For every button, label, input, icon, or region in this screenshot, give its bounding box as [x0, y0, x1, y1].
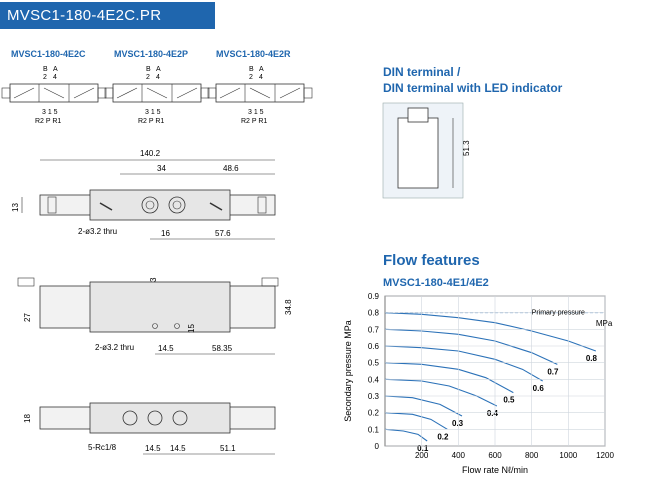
flow-model: MVSC1-180-4E1/4E2	[383, 277, 489, 289]
dim-57-6: 57.6	[215, 229, 231, 238]
drawing-top-view: 140.2 34 48.6 13 2-ø3.2 thru 16 57.6	[11, 149, 276, 240]
series-label-0-8: 0.8	[586, 354, 598, 363]
x-tick-label: 1000	[559, 451, 577, 460]
series-label-0-4: 0.4	[487, 409, 499, 418]
variant-label-4e2c: MVSC1-180-4E2C	[11, 49, 86, 59]
din-terminal-drawing: 51.3	[382, 102, 471, 199]
valve-symbols: B A 2 4 3 1 5 R2 P R1 B A 2 4 3 1 5 R2 P…	[1, 66, 313, 125]
series-label-0-5: 0.5	[503, 396, 515, 405]
dim-18: 18	[23, 414, 32, 423]
port-b: B	[43, 66, 48, 73]
port-4: 4	[53, 74, 57, 81]
y-tick-label: 0	[375, 442, 380, 451]
y-tick-label: 0.8	[368, 309, 380, 318]
port-a: A	[259, 66, 264, 73]
series-line-0-1	[384, 428, 428, 442]
x-axis-label: Flow rate Nℓ/min	[462, 465, 528, 475]
page-title: MVSC1-180-4E2C.PR	[0, 2, 215, 29]
port-bottom-names: R2 P R1	[241, 118, 267, 125]
series-line-0-7	[384, 328, 558, 365]
x-tick-label: 200	[415, 451, 429, 460]
port-4: 4	[259, 74, 263, 81]
port-bottom-nums: 3 1 5	[248, 109, 264, 116]
port-2: 2	[146, 74, 150, 81]
series-line-0-5	[384, 362, 514, 394]
port-2: 2	[43, 74, 47, 81]
valve-symbol-4e2c: B A 2 4 3 1 5 R2 P R1	[1, 66, 107, 125]
variant-label-4e2r: MVSC1-180-4E2R	[216, 49, 291, 59]
port-2: 2	[249, 74, 253, 81]
x-tick-label: 1200	[596, 451, 614, 460]
dim-51-3: 51.3	[462, 140, 471, 156]
port-label: 5-Rc1/8	[88, 443, 117, 452]
port-a: A	[53, 66, 58, 73]
port-bottom-nums: 3 1 5	[145, 109, 161, 116]
series-line-0-3	[384, 395, 463, 417]
dim-58-35: 58.35	[212, 344, 233, 353]
dim-16: 16	[161, 229, 170, 238]
dim-14-5b: 14.5	[170, 444, 186, 453]
primary-pressure-label: Primary pressure	[532, 310, 585, 317]
unit-label: MPa	[596, 319, 613, 328]
series-line-0-4	[384, 378, 498, 407]
port-4: 4	[156, 74, 160, 81]
din-title-2: DIN terminal with LED indicator	[383, 81, 563, 95]
x-tick-label: 400	[452, 451, 466, 460]
dim-34: 34	[157, 164, 166, 173]
x-tick-label: 600	[488, 451, 502, 460]
dim-14-5a: 14.5	[145, 444, 161, 453]
drawing-bottom-view: 18 5-Rc1/8 14.5 14.5 51.1	[23, 402, 276, 455]
port-bottom-names: R2 P R1	[138, 118, 164, 125]
series-label-0-1: 0.1	[417, 444, 429, 453]
dim-34-8: 34.8	[284, 299, 293, 315]
dim-27: 27	[23, 313, 32, 322]
series-label-0-3: 0.3	[452, 419, 464, 428]
x-tick-label: 800	[525, 451, 539, 460]
y-tick-label: 0.9	[368, 292, 380, 301]
valve-symbol-4e2r: B A 2 4 3 1 5 R2 P R1	[207, 66, 313, 125]
y-tick-label: 0.2	[368, 409, 380, 418]
dim-13: 13	[11, 203, 20, 212]
dim-51-1: 51.1	[220, 444, 236, 453]
port-b: B	[146, 66, 151, 73]
series-line-0-2	[384, 412, 448, 430]
variant-label-4e2p: MVSC1-180-4E2P	[114, 49, 189, 59]
y-tick-label: 0.5	[368, 359, 380, 368]
port-bottom-nums: 3 1 5	[42, 109, 58, 116]
y-tick-label: 0.6	[368, 342, 380, 351]
dim-48-6: 48.6	[223, 164, 239, 173]
port-a: A	[156, 66, 161, 73]
hole-label-2: 2-ø3.2 thru	[95, 343, 134, 352]
port-b: B	[249, 66, 254, 73]
series-line-0-6	[384, 345, 543, 382]
din-title-1: DIN terminal /	[383, 65, 461, 79]
dim-14-5: 14.5	[158, 344, 174, 353]
dim-15: 15	[187, 324, 196, 333]
series-line-0-8	[384, 312, 597, 352]
y-tick-label: 0.1	[368, 425, 380, 434]
drawing-front-view: 3 27 34.8 15 2-ø3.2 thru 14.5 58.35	[17, 277, 293, 355]
dim-3: 3	[149, 277, 158, 282]
dim-overall: 140.2	[140, 149, 161, 158]
valve-symbol-4e2p: B A 2 4 3 1 5 R2 P R1	[104, 66, 210, 125]
hole-label-1: 2-ø3.2 thru	[78, 227, 117, 236]
flow-chart: 0.10.20.30.40.50.60.70.81200100080060040…	[343, 292, 614, 475]
flow-section-title: Flow features	[383, 252, 480, 269]
y-tick-label: 0.4	[368, 375, 380, 384]
port-bottom-names: R2 P R1	[35, 118, 61, 125]
y-tick-label: 0.3	[368, 392, 380, 401]
y-tick-label: 0.7	[368, 325, 380, 334]
series-label-0-6: 0.6	[533, 384, 545, 393]
y-axis-label: Secondary pressure MPa	[343, 320, 353, 422]
series-label-0-7: 0.7	[547, 367, 559, 376]
series-label-0-2: 0.2	[437, 432, 449, 441]
